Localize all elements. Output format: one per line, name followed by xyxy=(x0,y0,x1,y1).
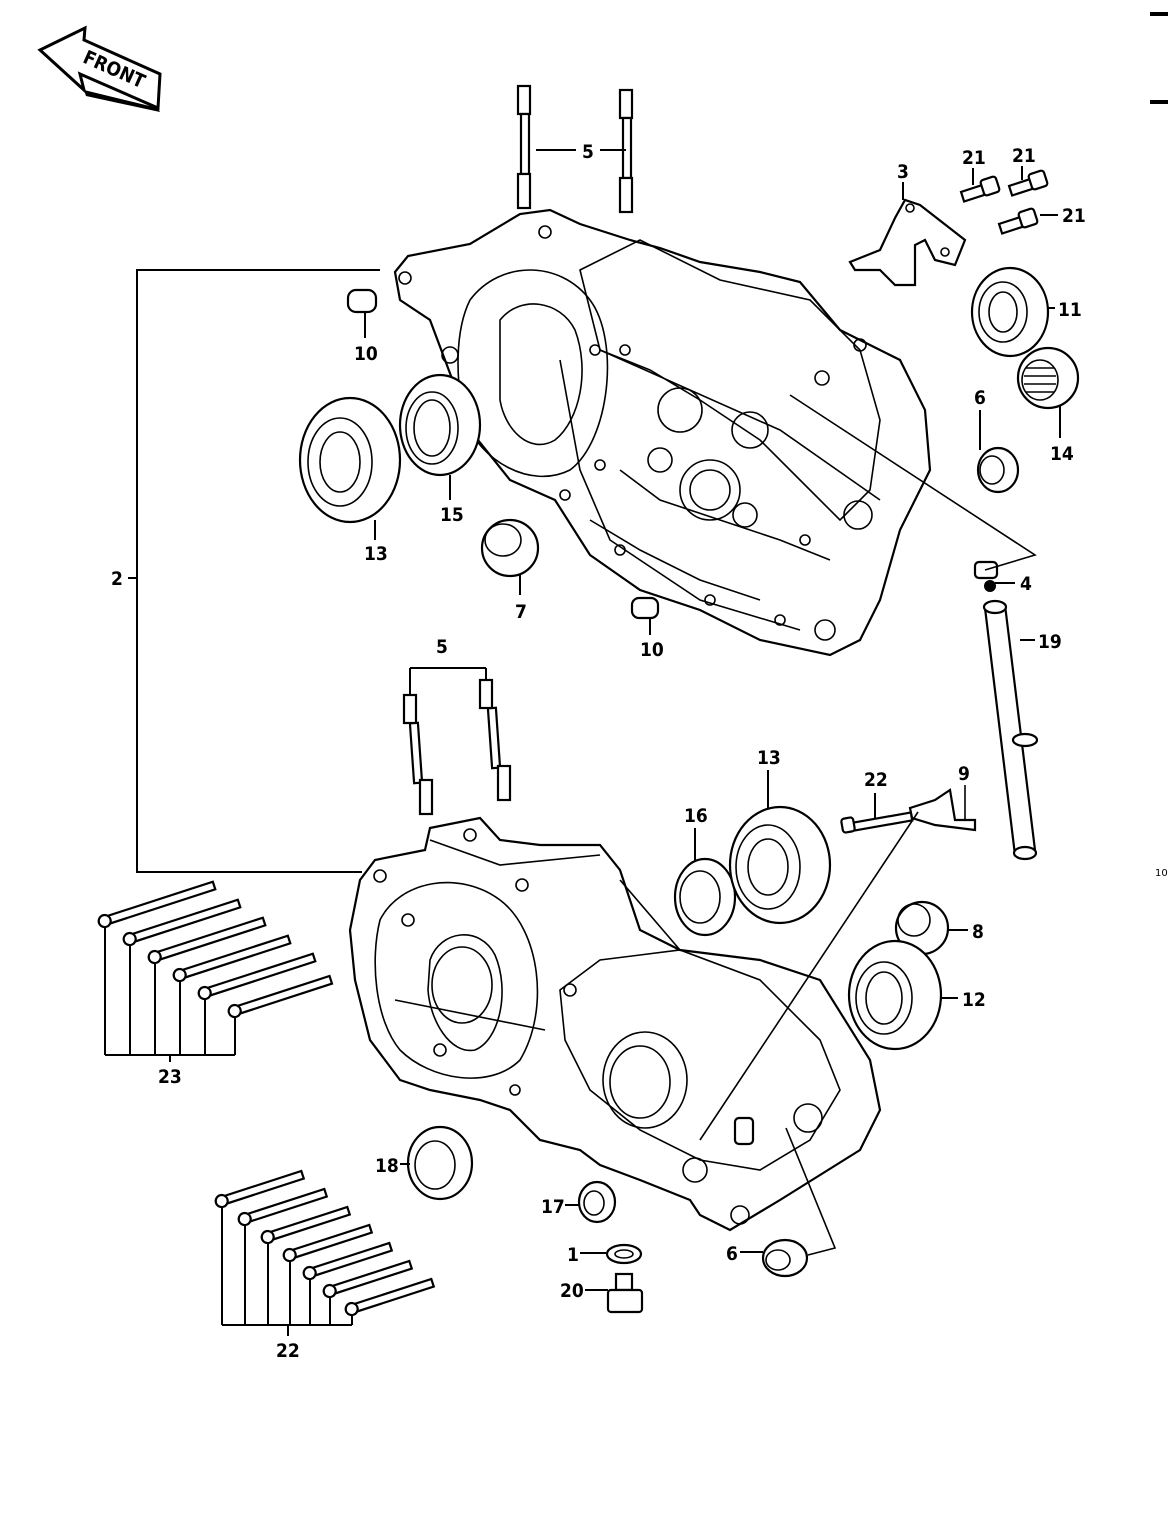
callout-21-b: 21 xyxy=(1012,145,1036,167)
callout-6-lower: 6 xyxy=(726,1243,738,1265)
callout-7: 7 xyxy=(515,601,527,623)
callout-18: 18 xyxy=(375,1155,399,1177)
dowel-pin-10-upper xyxy=(346,288,378,314)
callout-9: 9 xyxy=(958,763,970,785)
callout-8: 8 xyxy=(972,921,984,943)
front-arrow-sign: FRONT xyxy=(37,25,162,112)
callout-21-c: 21 xyxy=(1062,205,1086,227)
fitting-4 xyxy=(973,560,999,592)
bushing-7 xyxy=(480,518,540,578)
callout-6-upper: 6 xyxy=(974,387,986,409)
stud-bolts-upper xyxy=(516,84,634,214)
upper-crankcase-half xyxy=(393,208,932,657)
lower-crankcase-half xyxy=(348,816,882,1232)
callout-17: 17 xyxy=(541,1196,565,1218)
bolt-set-22 xyxy=(214,1169,436,1336)
bolt-21-b xyxy=(1007,169,1049,197)
callout-16: 16 xyxy=(684,805,708,827)
callout-13-lower: 13 xyxy=(757,747,781,769)
callout-19: 19 xyxy=(1038,631,1062,653)
callout-22-lower: 22 xyxy=(276,1340,300,1362)
bearing-12 xyxy=(847,939,943,1051)
leader-lines xyxy=(128,166,1061,1291)
edge-mark-top xyxy=(1150,12,1168,16)
callout-22-upper: 22 xyxy=(864,769,888,791)
callout-20: 20 xyxy=(560,1280,584,1302)
bearing-13-lower xyxy=(728,805,832,925)
callout-3: 3 xyxy=(897,161,909,183)
callout-14: 14 xyxy=(1050,443,1074,465)
page-number: 10 xyxy=(1155,868,1168,879)
bearing-11 xyxy=(970,266,1050,358)
bolt-set-23 xyxy=(97,880,334,1062)
dowel-pin-10-lower xyxy=(630,596,660,620)
clamp-plate-9 xyxy=(908,788,977,832)
callout-13-upper: 13 xyxy=(364,543,388,565)
callout-2: 2 xyxy=(111,568,123,590)
drain-plug-20 xyxy=(606,1272,644,1314)
cap-6-upper xyxy=(976,446,1020,494)
bolt-21-c xyxy=(997,207,1039,235)
callout-12: 12 xyxy=(962,989,986,1011)
callout-23: 23 xyxy=(158,1066,182,1088)
washer-1 xyxy=(605,1243,643,1265)
bolt-21-a xyxy=(959,175,1001,203)
callout-5-mid: 5 xyxy=(436,636,448,658)
callout-21-a: 21 xyxy=(962,147,986,169)
hose-19 xyxy=(982,599,1039,861)
oil-seal-15 xyxy=(398,373,482,477)
bolt-22-single xyxy=(840,811,914,834)
oil-seal-16 xyxy=(673,857,737,937)
cap-6-lower xyxy=(761,1238,809,1278)
callout-5-top: 5 xyxy=(582,141,594,163)
oil-seal-18 xyxy=(406,1125,474,1201)
callout-10-lower: 10 xyxy=(640,639,664,661)
callout-numbers: 2 5 5 10 10 13 15 7 3 21 21 21 11 6 14 4… xyxy=(111,141,1168,1362)
edge-mark-bottom xyxy=(1150,100,1168,104)
bracket-3 xyxy=(848,198,967,287)
bearing-13-upper xyxy=(298,396,402,524)
callout-4: 4 xyxy=(1020,573,1032,595)
callout-15: 15 xyxy=(440,504,464,526)
callout-10-upper: 10 xyxy=(354,343,378,365)
oil-seal-17 xyxy=(577,1180,617,1224)
callout-11: 11 xyxy=(1058,299,1082,321)
callout-1: 1 xyxy=(567,1244,579,1266)
needle-bearing-14 xyxy=(1016,346,1080,410)
stud-bolts-lower xyxy=(402,667,512,816)
